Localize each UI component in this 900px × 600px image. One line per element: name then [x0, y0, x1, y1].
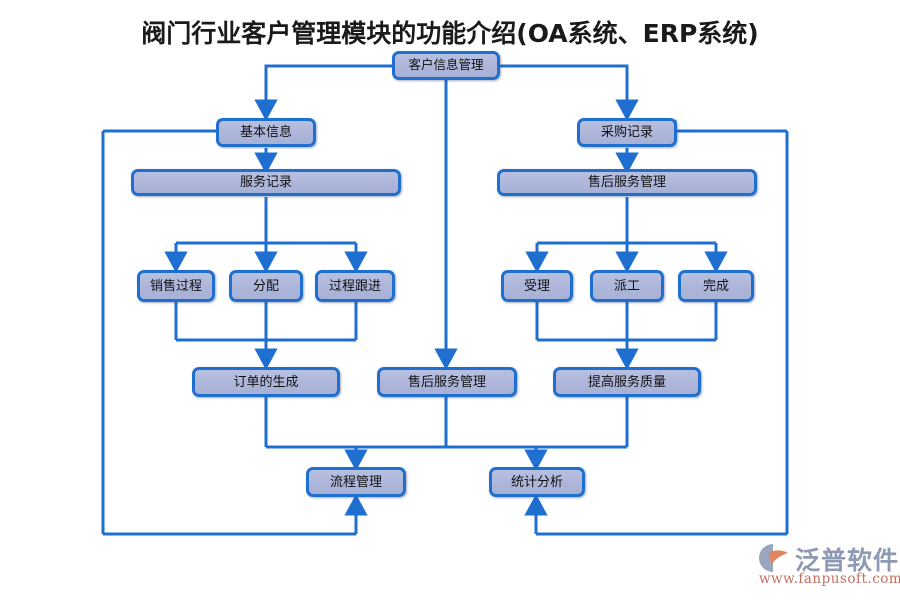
node-dispatch[interactable]: 派工 [590, 270, 664, 302]
node-statistical-analysis[interactable]: 统计分析 [489, 467, 585, 497]
node-improve-service-quality[interactable]: 提高服务质量 [553, 367, 701, 397]
node-service-record[interactable]: 服务记录 [131, 169, 401, 196]
node-purchase-record[interactable]: 采购记录 [577, 118, 677, 147]
page-title: 阀门行业客户管理模块的功能介绍(OA系统、ERP系统) [141, 19, 759, 48]
fanpu-logo-icon [759, 544, 788, 572]
node-basic-info[interactable]: 基本信息 [216, 118, 316, 147]
node-process-follow-up[interactable]: 过程跟进 [315, 270, 395, 302]
node-process-management[interactable]: 流程管理 [306, 467, 406, 497]
watermark-logo: 泛普软件 www.fanpusoft.com [757, 541, 900, 589]
node-accept[interactable]: 受理 [501, 270, 573, 302]
node-sales-process[interactable]: 销售过程 [137, 270, 215, 302]
node-root-customer-info[interactable]: 客户信息管理 [392, 51, 500, 80]
brand-url: www.fanpusoft.com [759, 571, 900, 587]
brand-name: 泛普软件 [795, 546, 900, 575]
node-allocation[interactable]: 分配 [229, 270, 303, 302]
node-aftersales-management-mid[interactable]: 售后服务管理 [377, 367, 517, 397]
node-complete[interactable]: 完成 [678, 270, 754, 302]
node-order-generation[interactable]: 订单的生成 [192, 367, 340, 397]
node-aftersales-management-top[interactable]: 售后服务管理 [497, 169, 757, 196]
